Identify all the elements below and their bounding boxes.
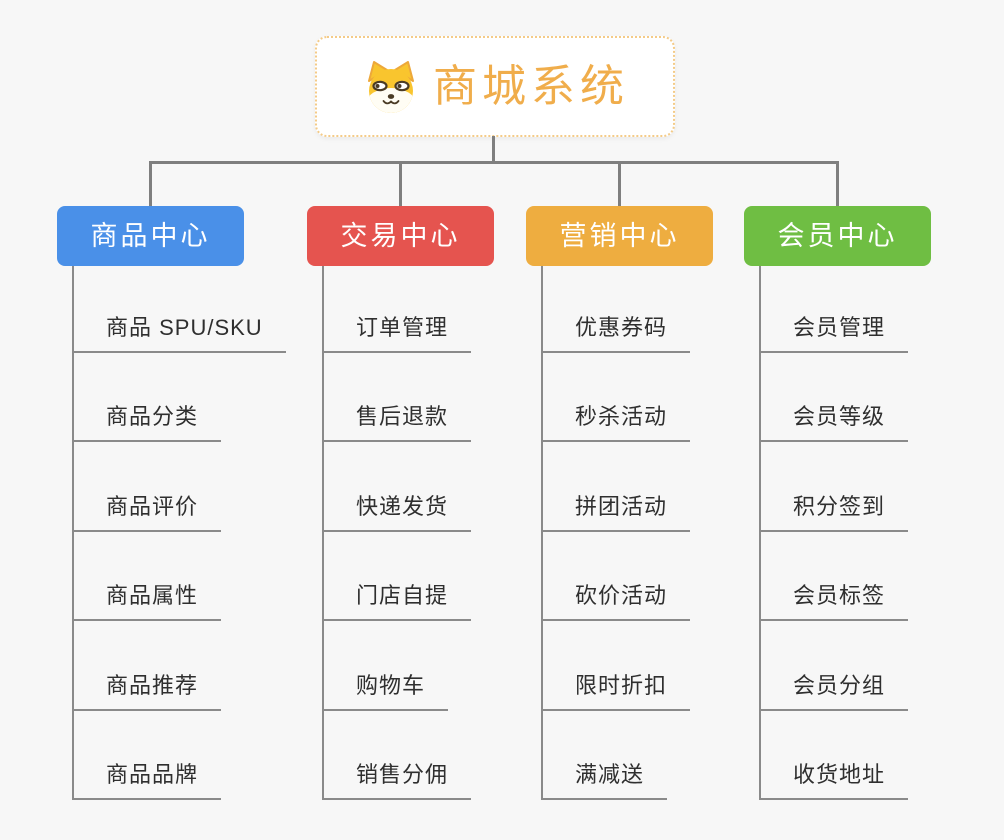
leaf-node[interactable]: 商品分类 bbox=[73, 404, 222, 442]
branch-marketing-center: 营销中心 优惠券码 秒杀活动 拼团活动 砍价活动 限时折扣 满减送 bbox=[526, 0, 786, 840]
leaf-node[interactable]: 会员管理 bbox=[760, 315, 909, 353]
connector-drop-member bbox=[836, 161, 839, 207]
leaf-node[interactable]: 商品 SPU/SKU bbox=[73, 315, 286, 353]
leaf-node[interactable]: 优惠券码 bbox=[542, 315, 691, 353]
leaf-node[interactable]: 会员标签 bbox=[760, 583, 909, 621]
leaf-node[interactable]: 满减送 bbox=[542, 762, 668, 800]
branch-member-center: 会员中心 会员管理 会员等级 积分签到 会员标签 会员分组 收货地址 bbox=[744, 0, 1004, 840]
leaf-node[interactable]: 积分签到 bbox=[760, 494, 909, 532]
root-node[interactable]: 商城系统 bbox=[315, 36, 675, 137]
connector-trunk bbox=[72, 266, 74, 800]
leaf-node[interactable]: 商品推荐 bbox=[73, 673, 222, 711]
leaf-node[interactable]: 快递发货 bbox=[323, 494, 472, 532]
connector-trunk bbox=[759, 266, 761, 800]
branch-trade-center: 交易中心 订单管理 售后退款 快递发货 门店自提 购物车 销售分佣 bbox=[307, 0, 567, 840]
leaf-node[interactable]: 限时折扣 bbox=[542, 673, 691, 711]
branch-header-product-center[interactable]: 商品中心 bbox=[57, 206, 244, 266]
leaf-node[interactable]: 会员分组 bbox=[760, 673, 909, 711]
leaf-node[interactable]: 商品评价 bbox=[73, 494, 222, 532]
connector-bus bbox=[149, 161, 839, 164]
leaf-node[interactable]: 购物车 bbox=[323, 673, 449, 711]
root-title: 商城系统 bbox=[433, 61, 629, 111]
leaf-node[interactable]: 订单管理 bbox=[323, 315, 472, 353]
leaf-node[interactable]: 门店自提 bbox=[323, 583, 472, 621]
branch-header-trade-center[interactable]: 交易中心 bbox=[307, 206, 494, 266]
leaf-node[interactable]: 售后退款 bbox=[323, 404, 472, 442]
leaf-node[interactable]: 会员等级 bbox=[760, 404, 909, 442]
connector-root-drop bbox=[492, 136, 495, 163]
leaf-node[interactable]: 收货地址 bbox=[760, 762, 909, 800]
branch-header-member-center[interactable]: 会员中心 bbox=[744, 206, 931, 266]
connector-trunk bbox=[322, 266, 324, 800]
connector-trunk bbox=[541, 266, 543, 800]
leaf-node[interactable]: 商品属性 bbox=[73, 583, 222, 621]
connector-drop-product bbox=[149, 161, 152, 207]
branch-product-center: 商品中心 商品 SPU/SKU 商品分类 商品评价 商品属性 商品推荐 商品品牌 bbox=[57, 0, 317, 840]
leaf-node[interactable]: 砍价活动 bbox=[542, 583, 691, 621]
connector-drop-marketing bbox=[618, 161, 621, 207]
branch-header-marketing-center[interactable]: 营销中心 bbox=[526, 206, 713, 266]
connector-drop-trade bbox=[399, 161, 402, 207]
leaf-node[interactable]: 拼团活动 bbox=[542, 494, 691, 532]
leaf-node[interactable]: 秒杀活动 bbox=[542, 404, 691, 442]
leaf-node[interactable]: 商品品牌 bbox=[73, 762, 222, 800]
leaf-node[interactable]: 销售分佣 bbox=[323, 762, 472, 800]
dog-face-icon bbox=[368, 60, 414, 113]
